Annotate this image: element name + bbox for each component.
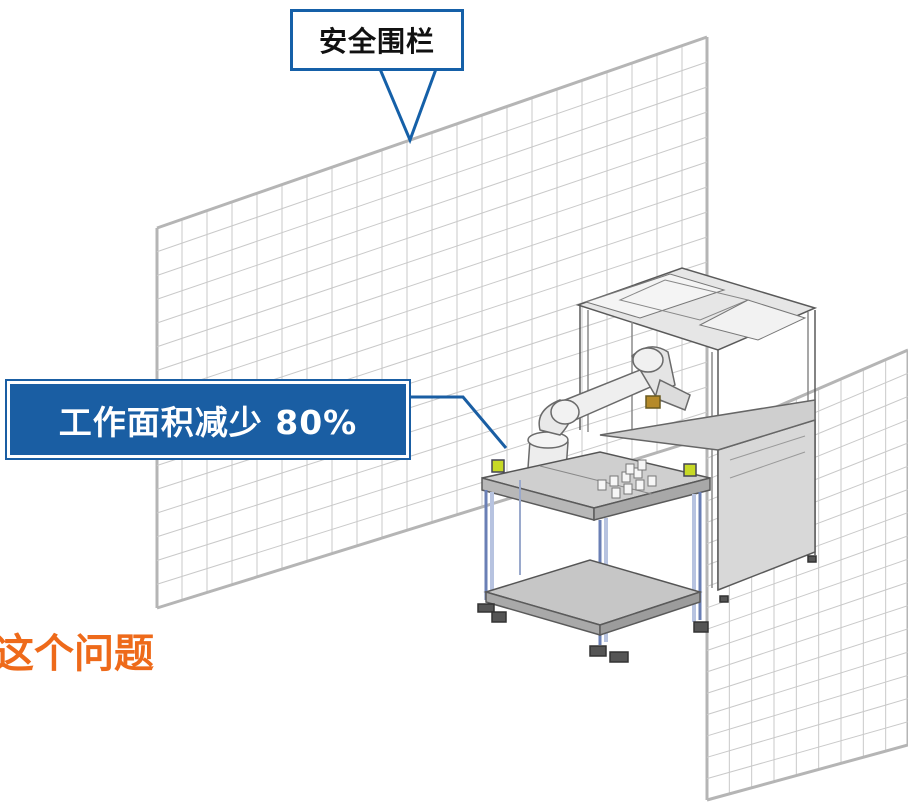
fence-left-grid-hline xyxy=(156,35,708,230)
fence-left-grid-hline xyxy=(156,311,708,490)
fence-left-grid-hline xyxy=(156,336,708,514)
partial-heading: 这个问题 xyxy=(0,631,154,677)
fence-left-grid-hline xyxy=(156,61,708,253)
fence-left-grid-hline xyxy=(156,161,708,348)
robot-arm-icon xyxy=(527,346,691,471)
fence-right-grid-hline xyxy=(706,674,908,737)
fence-left-grid-hline xyxy=(156,86,708,276)
fence-left-grid-hline xyxy=(156,386,708,561)
fence-left-grid-hline xyxy=(156,136,708,324)
area-callout-leader xyxy=(408,395,508,449)
fence-left-grid-hline xyxy=(156,411,708,585)
workstation-cell-icon xyxy=(477,267,818,663)
fence-callout-pointer xyxy=(377,64,439,145)
fence-right-grid-hline xyxy=(706,743,908,802)
fence-right-grid-hline xyxy=(706,628,908,694)
fence-right-grid-hline xyxy=(706,558,908,630)
fence-right-grid-hline xyxy=(706,605,908,673)
fence-right-grid-hline xyxy=(706,698,908,758)
fence-right-grid-hline xyxy=(706,535,908,609)
fence-label: 安全围栏 xyxy=(290,9,464,71)
fence-left-grid-hline xyxy=(156,211,708,395)
fence-right-grid-hline xyxy=(706,721,908,780)
fence-right-grid-hline xyxy=(706,651,908,716)
fence-left-panel xyxy=(155,35,709,610)
fence-left-grid-hline xyxy=(156,111,708,300)
fence-left-grid-hline xyxy=(156,186,708,371)
fence-right-grid-hline xyxy=(706,581,908,652)
area-reduction-label: 工作面积减少 80% xyxy=(7,381,409,458)
